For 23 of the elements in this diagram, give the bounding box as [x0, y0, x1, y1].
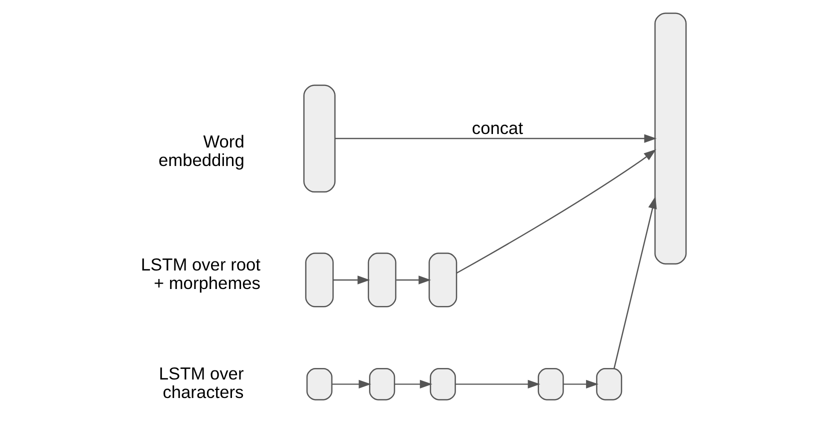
node-box	[368, 252, 396, 308]
node-box	[428, 252, 458, 308]
node-box	[430, 368, 456, 400]
arrow	[456, 149, 656, 274]
node-box	[538, 368, 564, 400]
node-label: LSTM over characters	[158, 363, 244, 402]
arrow	[396, 276, 431, 284]
arrow	[563, 380, 598, 389]
arrow	[332, 380, 372, 389]
arrow	[394, 380, 432, 389]
node-label: LSTM over root + morphemes	[140, 254, 261, 293]
node-label: Word embedding	[158, 131, 244, 170]
node-box	[303, 84, 336, 192]
arrow	[614, 196, 657, 369]
arrow	[335, 134, 657, 143]
node-box	[596, 368, 622, 400]
node-box	[369, 368, 396, 400]
node-box	[305, 252, 334, 308]
node-box	[654, 12, 687, 264]
node-box	[306, 368, 332, 400]
edge-label: concat	[472, 118, 524, 138]
arrow	[455, 380, 540, 389]
arrow	[333, 276, 370, 284]
